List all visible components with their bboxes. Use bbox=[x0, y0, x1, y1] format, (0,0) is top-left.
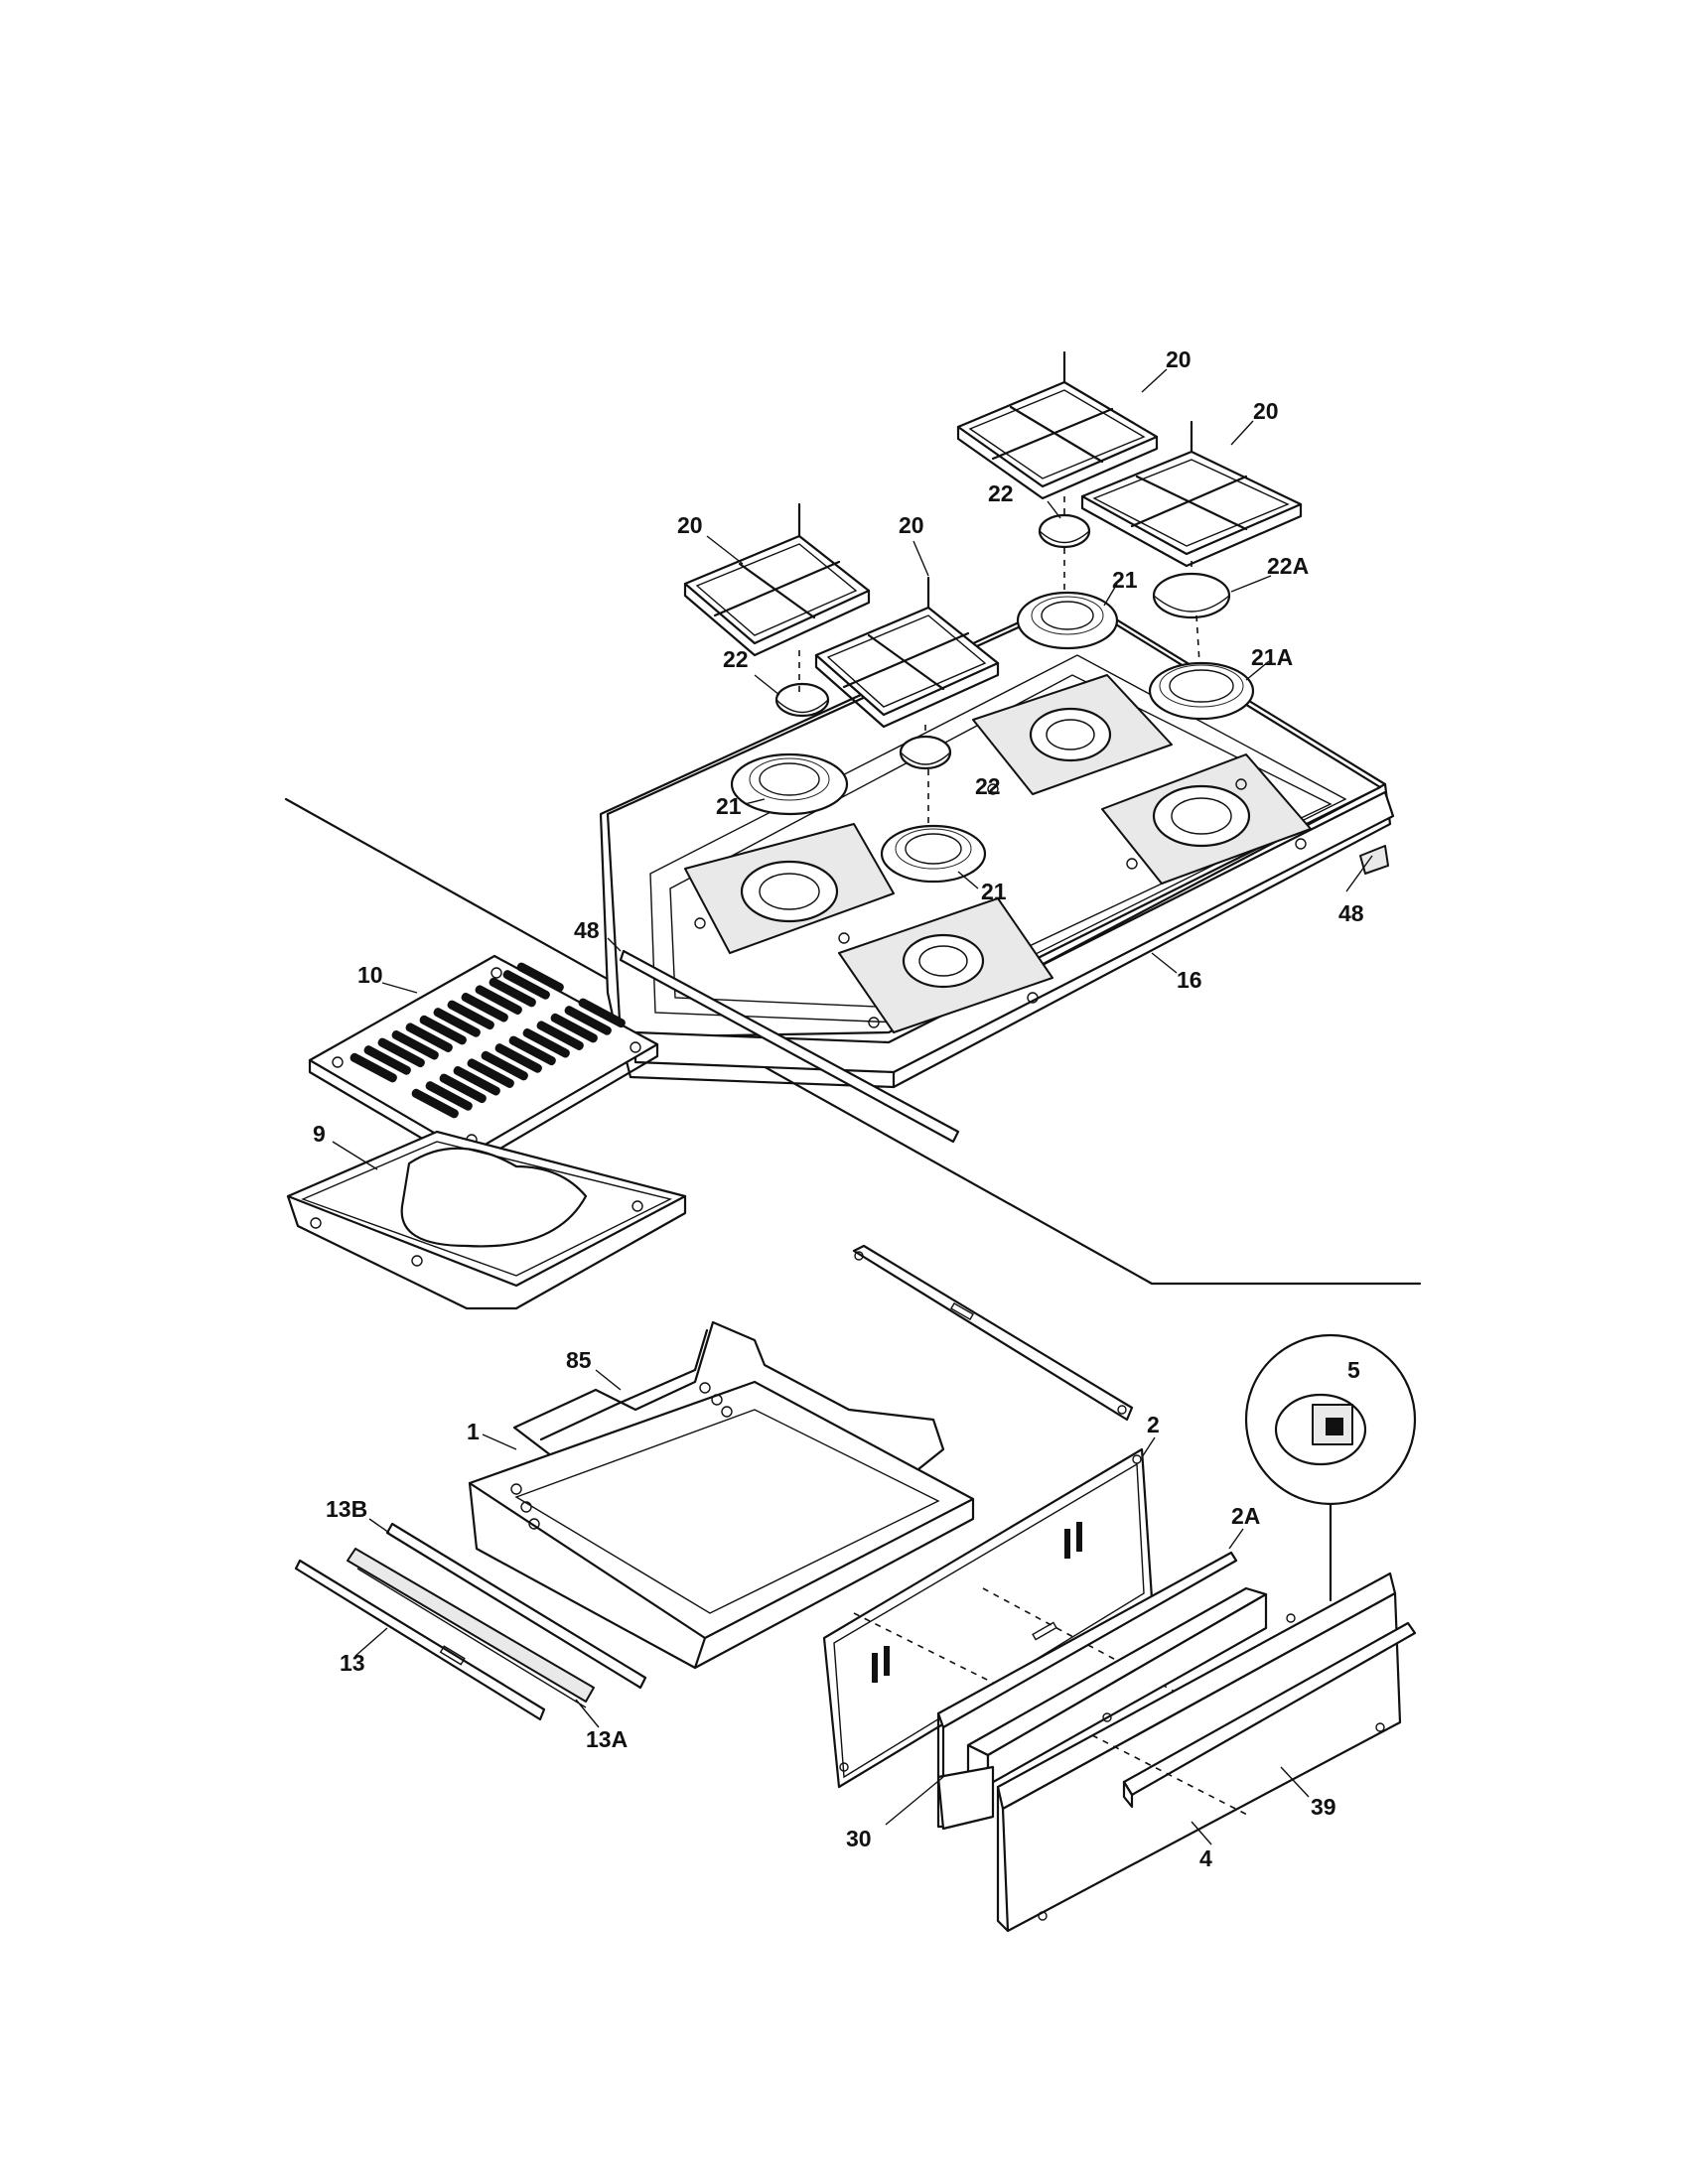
callout-22-front-left: 22 bbox=[723, 646, 749, 672]
grid-slot bbox=[467, 1058, 514, 1088]
callout-10: 10 bbox=[357, 962, 383, 988]
grate-rear-right bbox=[1080, 420, 1303, 568]
grid-slot bbox=[439, 1073, 487, 1104]
callout-20-front-left: 20 bbox=[677, 512, 703, 538]
slide-rail-13b bbox=[385, 1522, 647, 1690]
burner-cap-rear-right bbox=[1152, 572, 1231, 619]
grid-slot bbox=[391, 1029, 439, 1060]
grid-slot bbox=[550, 1013, 598, 1043]
burner-ring-front-center bbox=[880, 824, 987, 884]
burner-cap-front-left bbox=[774, 682, 830, 718]
grid-slot bbox=[564, 1006, 612, 1035]
side-trim-piece bbox=[1359, 845, 1389, 875]
grate-front-left bbox=[683, 502, 871, 657]
callout-20-rear-right: 20 bbox=[1253, 398, 1279, 424]
burner-ring-rear-center bbox=[1016, 591, 1119, 650]
drawer-box bbox=[468, 1380, 975, 1670]
burner-cap-front-center bbox=[899, 735, 952, 770]
drawer-lower-panel bbox=[936, 1765, 995, 1831]
slide-rail-13 bbox=[294, 1559, 546, 1721]
burner-cap-rear-center bbox=[1038, 513, 1091, 549]
callout-2a: 2A bbox=[1231, 1503, 1260, 1529]
callout-48-right: 48 bbox=[1338, 900, 1364, 926]
callout-20-front-center: 20 bbox=[899, 512, 924, 538]
grid-slot bbox=[405, 1023, 453, 1052]
callout-13b: 13B bbox=[326, 1496, 367, 1522]
section-divider-line bbox=[284, 797, 1422, 1286]
grid-slot bbox=[447, 1000, 494, 1030]
grid-slot bbox=[578, 998, 626, 1028]
grid-slot bbox=[377, 1037, 425, 1068]
callout-4: 4 bbox=[1199, 1845, 1212, 1871]
callout-21-front-left: 21 bbox=[716, 793, 742, 819]
grid-slot bbox=[508, 1035, 556, 1066]
rear-slide-rail bbox=[852, 1244, 1134, 1422]
callout-30: 30 bbox=[846, 1826, 872, 1851]
callout-85: 85 bbox=[566, 1347, 592, 1373]
grate-front-center bbox=[814, 576, 1000, 729]
callout-20-rear-center: 20 bbox=[1166, 346, 1192, 372]
drawer-front-frame bbox=[936, 1551, 1238, 1729]
callout-21-rear: 21 bbox=[1112, 567, 1138, 593]
grid-slot bbox=[522, 1027, 570, 1058]
grid-slot bbox=[461, 992, 508, 1023]
knob-inset-detail bbox=[1244, 1333, 1417, 1602]
burner-ring-rear-right bbox=[1148, 661, 1255, 721]
grid-slot bbox=[475, 985, 522, 1015]
callout-21-front-center: 21 bbox=[981, 879, 1007, 904]
slide-rail-13a bbox=[347, 1548, 595, 1703]
grid-slot bbox=[536, 1021, 584, 1050]
grid-slot bbox=[481, 1050, 528, 1081]
grid-slot bbox=[419, 1015, 467, 1045]
grid-slot bbox=[350, 1052, 397, 1083]
grid-slot bbox=[516, 962, 564, 993]
grid-slot bbox=[453, 1065, 500, 1096]
grid-slot bbox=[502, 970, 550, 1000]
burner-ring-front-left bbox=[730, 752, 849, 816]
grid-slot bbox=[494, 1043, 542, 1073]
grid-slot bbox=[433, 1008, 481, 1037]
callout-1: 1 bbox=[467, 1419, 480, 1444]
grid-slot bbox=[363, 1045, 411, 1075]
callout-48-front: 48 bbox=[574, 917, 600, 943]
callout-13: 13 bbox=[340, 1650, 365, 1676]
callout-39: 39 bbox=[1311, 1794, 1336, 1820]
callout-2: 2 bbox=[1147, 1412, 1160, 1437]
callout-9: 9 bbox=[313, 1121, 326, 1147]
grid-slot bbox=[411, 1088, 459, 1119]
outer-drawer-front bbox=[996, 1571, 1402, 1933]
leader-lines bbox=[332, 368, 1373, 1845]
callout-22-front-center: 22 bbox=[975, 773, 1001, 799]
callout-22a: 22A bbox=[1267, 553, 1309, 579]
broiler-pan bbox=[286, 1130, 687, 1310]
callout-16: 16 bbox=[1177, 967, 1202, 993]
callout-5: 5 bbox=[1347, 1357, 1360, 1383]
grid-slot bbox=[489, 977, 536, 1008]
callout-22-rear: 22 bbox=[988, 480, 1014, 506]
broiler-grid bbox=[308, 954, 659, 1168]
grate-rear-center bbox=[956, 350, 1159, 500]
callout-13a: 13A bbox=[586, 1726, 628, 1752]
front-trim-strip bbox=[619, 949, 960, 1144]
callout-labels: 20 20 20 20 22 22A 22 22 21 21A 21 21 48… bbox=[313, 346, 1364, 1871]
grid-slot bbox=[425, 1081, 473, 1111]
callout-21a: 21A bbox=[1251, 644, 1293, 670]
